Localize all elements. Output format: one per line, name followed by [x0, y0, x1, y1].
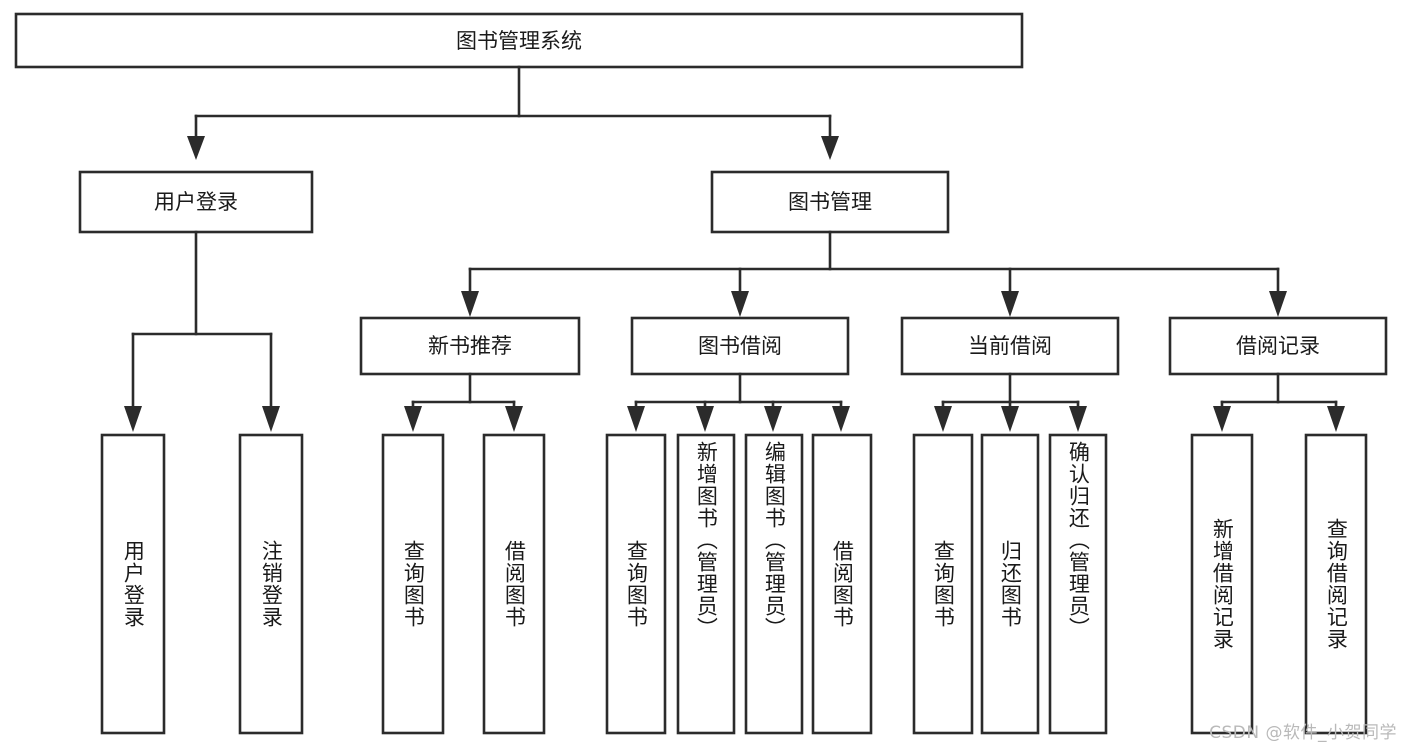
node-current-borrow-label: 当前借阅 — [968, 334, 1052, 358]
leaf-box-add-book[interactable] — [676, 433, 736, 735]
leaf-box-borrow-book-2[interactable] — [811, 433, 873, 735]
node-borrow-record-label: 借阅记录 — [1236, 334, 1320, 358]
arrow-leaf-add-record — [1213, 406, 1231, 432]
node-root[interactable]: 图书管理系统 — [14, 12, 1024, 69]
arrow-to-current-borrow — [1001, 291, 1019, 317]
node-user-login[interactable]: 用户登录 — [78, 170, 314, 234]
leaf-box-user-login[interactable] — [100, 433, 166, 735]
node-book-manage-label: 图书管理 — [788, 190, 872, 214]
arrow-to-book-manage — [821, 136, 839, 160]
leaf-box-borrow-book-1[interactable] — [482, 433, 546, 735]
arrow-to-user-login — [187, 136, 205, 160]
arrow-to-book-borrow — [731, 291, 749, 317]
node-book-borrow-label: 图书借阅 — [698, 334, 782, 358]
arrow-leaf-edit-book — [764, 406, 782, 432]
node-new-book-rec-box[interactable] — [359, 316, 581, 376]
leaf-box-query-book-2[interactable] — [605, 433, 667, 735]
node-current-borrow[interactable]: 当前借阅 — [900, 316, 1120, 376]
leaf-box-user-logout[interactable] — [238, 433, 304, 735]
leaf-box-edit-book[interactable] — [744, 433, 804, 735]
leaf-box-confirm-return[interactable] — [1048, 433, 1108, 735]
arrow-leaf-borrow-book-1 — [505, 406, 523, 432]
node-root-label: 图书管理系统 — [456, 29, 582, 53]
leaf-box-add-record[interactable] — [1190, 433, 1254, 735]
arrow-leaf-query-book-3 — [934, 406, 952, 432]
arrow-leaf-query-book-1 — [404, 406, 422, 432]
arrow-leaf-user-logout — [262, 406, 280, 432]
node-root-box[interactable] — [14, 12, 1024, 69]
node-borrow-record-box[interactable] — [1168, 316, 1388, 376]
node-new-book-rec[interactable]: 新书推荐 — [359, 316, 581, 376]
arrow-leaf-return-book — [1001, 406, 1019, 432]
arrow-leaf-confirm-return — [1069, 406, 1087, 432]
leaf-box-query-book-3[interactable] — [912, 433, 974, 735]
node-book-borrow-box[interactable] — [630, 316, 850, 376]
leaf-box-return-book[interactable] — [980, 433, 1040, 735]
node-borrow-record[interactable]: 借阅记录 — [1168, 316, 1388, 376]
arrow-leaf-user-login — [124, 406, 142, 432]
arrow-to-borrow-record — [1269, 291, 1287, 317]
arrow-to-new-book-rec — [461, 291, 479, 317]
arrow-leaf-borrow-book-2 — [832, 406, 850, 432]
node-book-manage[interactable]: 图书管理 — [710, 170, 950, 234]
node-book-borrow[interactable]: 图书借阅 — [630, 316, 850, 376]
node-book-manage-box[interactable] — [710, 170, 950, 234]
node-user-login-label: 用户登录 — [154, 190, 238, 214]
csdn-watermark: CSDN @软件_小贺同学 — [1209, 723, 1397, 743]
node-new-book-rec-label: 新书推荐 — [428, 334, 512, 358]
leaf-box-query-book-1[interactable] — [381, 433, 445, 735]
arrow-leaf-query-record — [1327, 406, 1345, 432]
arrow-leaf-query-book-2 — [627, 406, 645, 432]
leaf-box-query-record[interactable] — [1304, 433, 1368, 735]
arrow-leaf-add-book — [696, 406, 714, 432]
node-current-borrow-box[interactable] — [900, 316, 1120, 376]
